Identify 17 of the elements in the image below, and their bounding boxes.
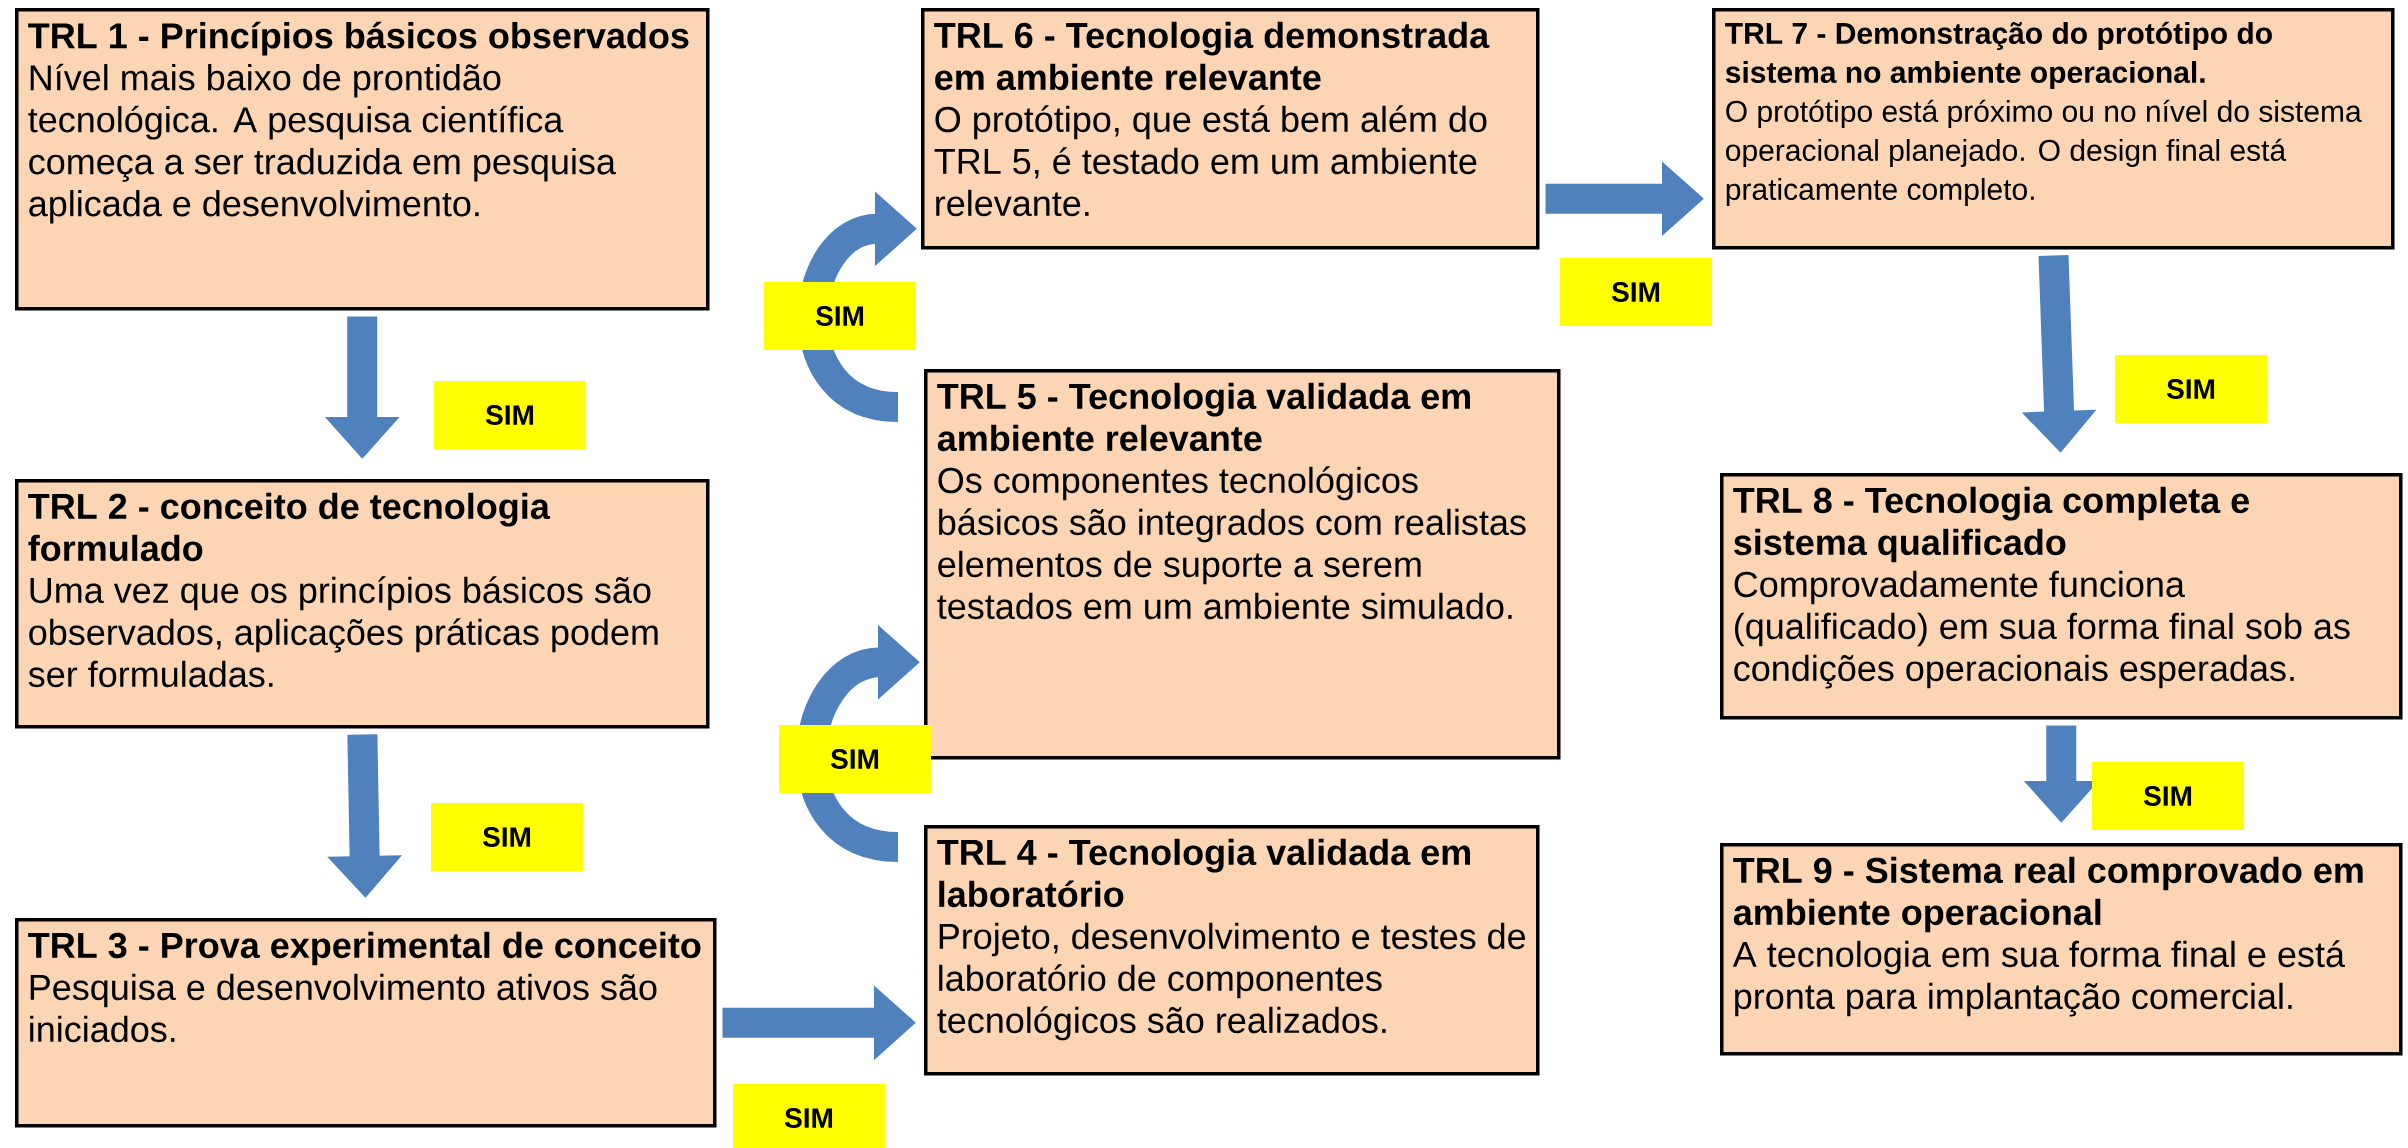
process-box: TRL 4 - Tecnologia validada em laboratório Projeto, desenvolvimento e testes de laboratório de componentes tecnológicos são realizados. — [924, 825, 1540, 1076]
edge-label: SIM — [1560, 258, 1712, 326]
process-box: TRL 1 - Princípios básicos observados Nível mais baixo de prontidão tecnológica. A pesquisa científica começa a ser traduzida em pesquisa aplicada e desenvolvimento. — [15, 8, 710, 311]
edge-label: SIM — [764, 282, 916, 350]
process-box: TRL 3 - Prova experimental de conceito Pesquisa e desenvolvimento ativos são iniciados. — [15, 918, 717, 1128]
edge-label: SIM — [733, 1084, 885, 1148]
process-box: TRL 7 - Demonstração do protótipo do sistema no ambiente operacional. O protótipo está próximo ou no nível do sistema operacional planejado. O design final está praticamente completo. — [1712, 8, 2395, 250]
process-box: TRL 9 - Sistema real comprovado em ambiente operacional A tecnologia em sua forma final e está pronta para implantação comercial. — [1720, 843, 2403, 1056]
edge-label: SIM — [434, 381, 586, 449]
process-box: TRL 6 - Tecnologia demonstrada em ambiente relevante O protótipo, que está bem além do TRL 5, é testado em um ambiente relevante. — [921, 8, 1540, 250]
edge-label: SIM — [2115, 355, 2268, 423]
edge-label: SIM — [779, 725, 931, 793]
process-box: TRL 5 - Tecnologia validada em ambiente relevante Os componentes tecnológicos básicos são integrados com realistas elementos de suporte a serem testados em um ambiente simulado. — [924, 369, 1561, 760]
process-box: TRL 2 - conceito de tecnologia formulado Uma vez que os princípios básicos são observados, aplicações práticas podem ser formuladas. — [15, 479, 710, 729]
process-box: TRL 8 - Tecnologia completa e sistema qualificado Comprovadamente funciona (qualificado) em sua forma final sob as condições operacionais esperadas. — [1720, 473, 2403, 720]
edge-label: SIM — [2092, 762, 2245, 830]
edge-label: SIM — [431, 803, 583, 871]
